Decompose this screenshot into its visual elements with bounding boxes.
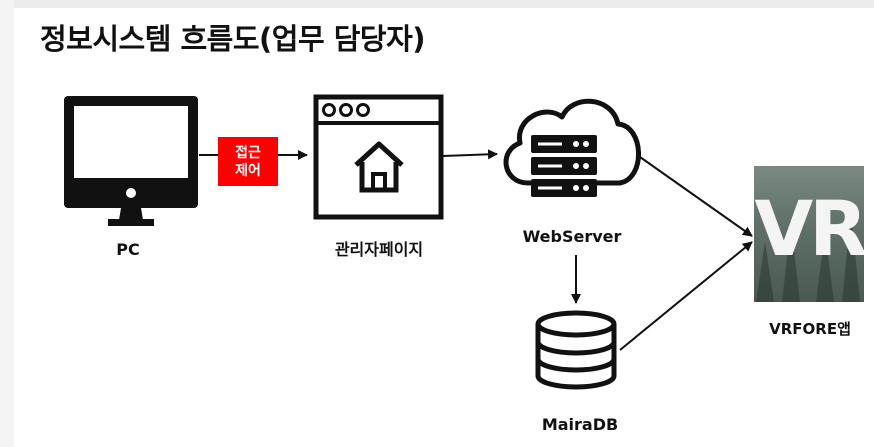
top-strip: [0, 0, 874, 8]
admin-page-icon: [313, 94, 444, 220]
access-control-line2: 제어: [235, 162, 261, 179]
arrow-db-to-app: [619, 241, 753, 351]
pc-monitor-icon: [64, 96, 198, 226]
arrow-admin-to-server: [442, 149, 498, 160]
arrow-server-to-app: [639, 156, 753, 237]
database-label: MairaDB: [541, 415, 619, 434]
vrfore-app-logo: VR: [754, 166, 864, 302]
tree-silhouette: [782, 222, 800, 302]
app-label: VRFORE앱: [769, 320, 851, 338]
pc-label: PC: [116, 240, 140, 259]
database-icon: [535, 310, 617, 390]
tree-silhouette: [756, 242, 774, 302]
diagram-title: 정보시스템 흐름도(업무 담당자): [40, 22, 426, 56]
access-control-badge: 접근 제어: [218, 137, 278, 186]
web-server-label: WebServer: [522, 227, 622, 246]
left-strip: [0, 0, 14, 447]
admin-page-label: 관리자페이지: [334, 240, 424, 259]
tree-silhouette: [816, 232, 834, 302]
access-control-line1: 접근: [235, 144, 261, 161]
web-server-cloud-icon: [503, 98, 641, 197]
vr-logo-text: VR: [754, 184, 864, 273]
tree-silhouette: [842, 212, 860, 302]
